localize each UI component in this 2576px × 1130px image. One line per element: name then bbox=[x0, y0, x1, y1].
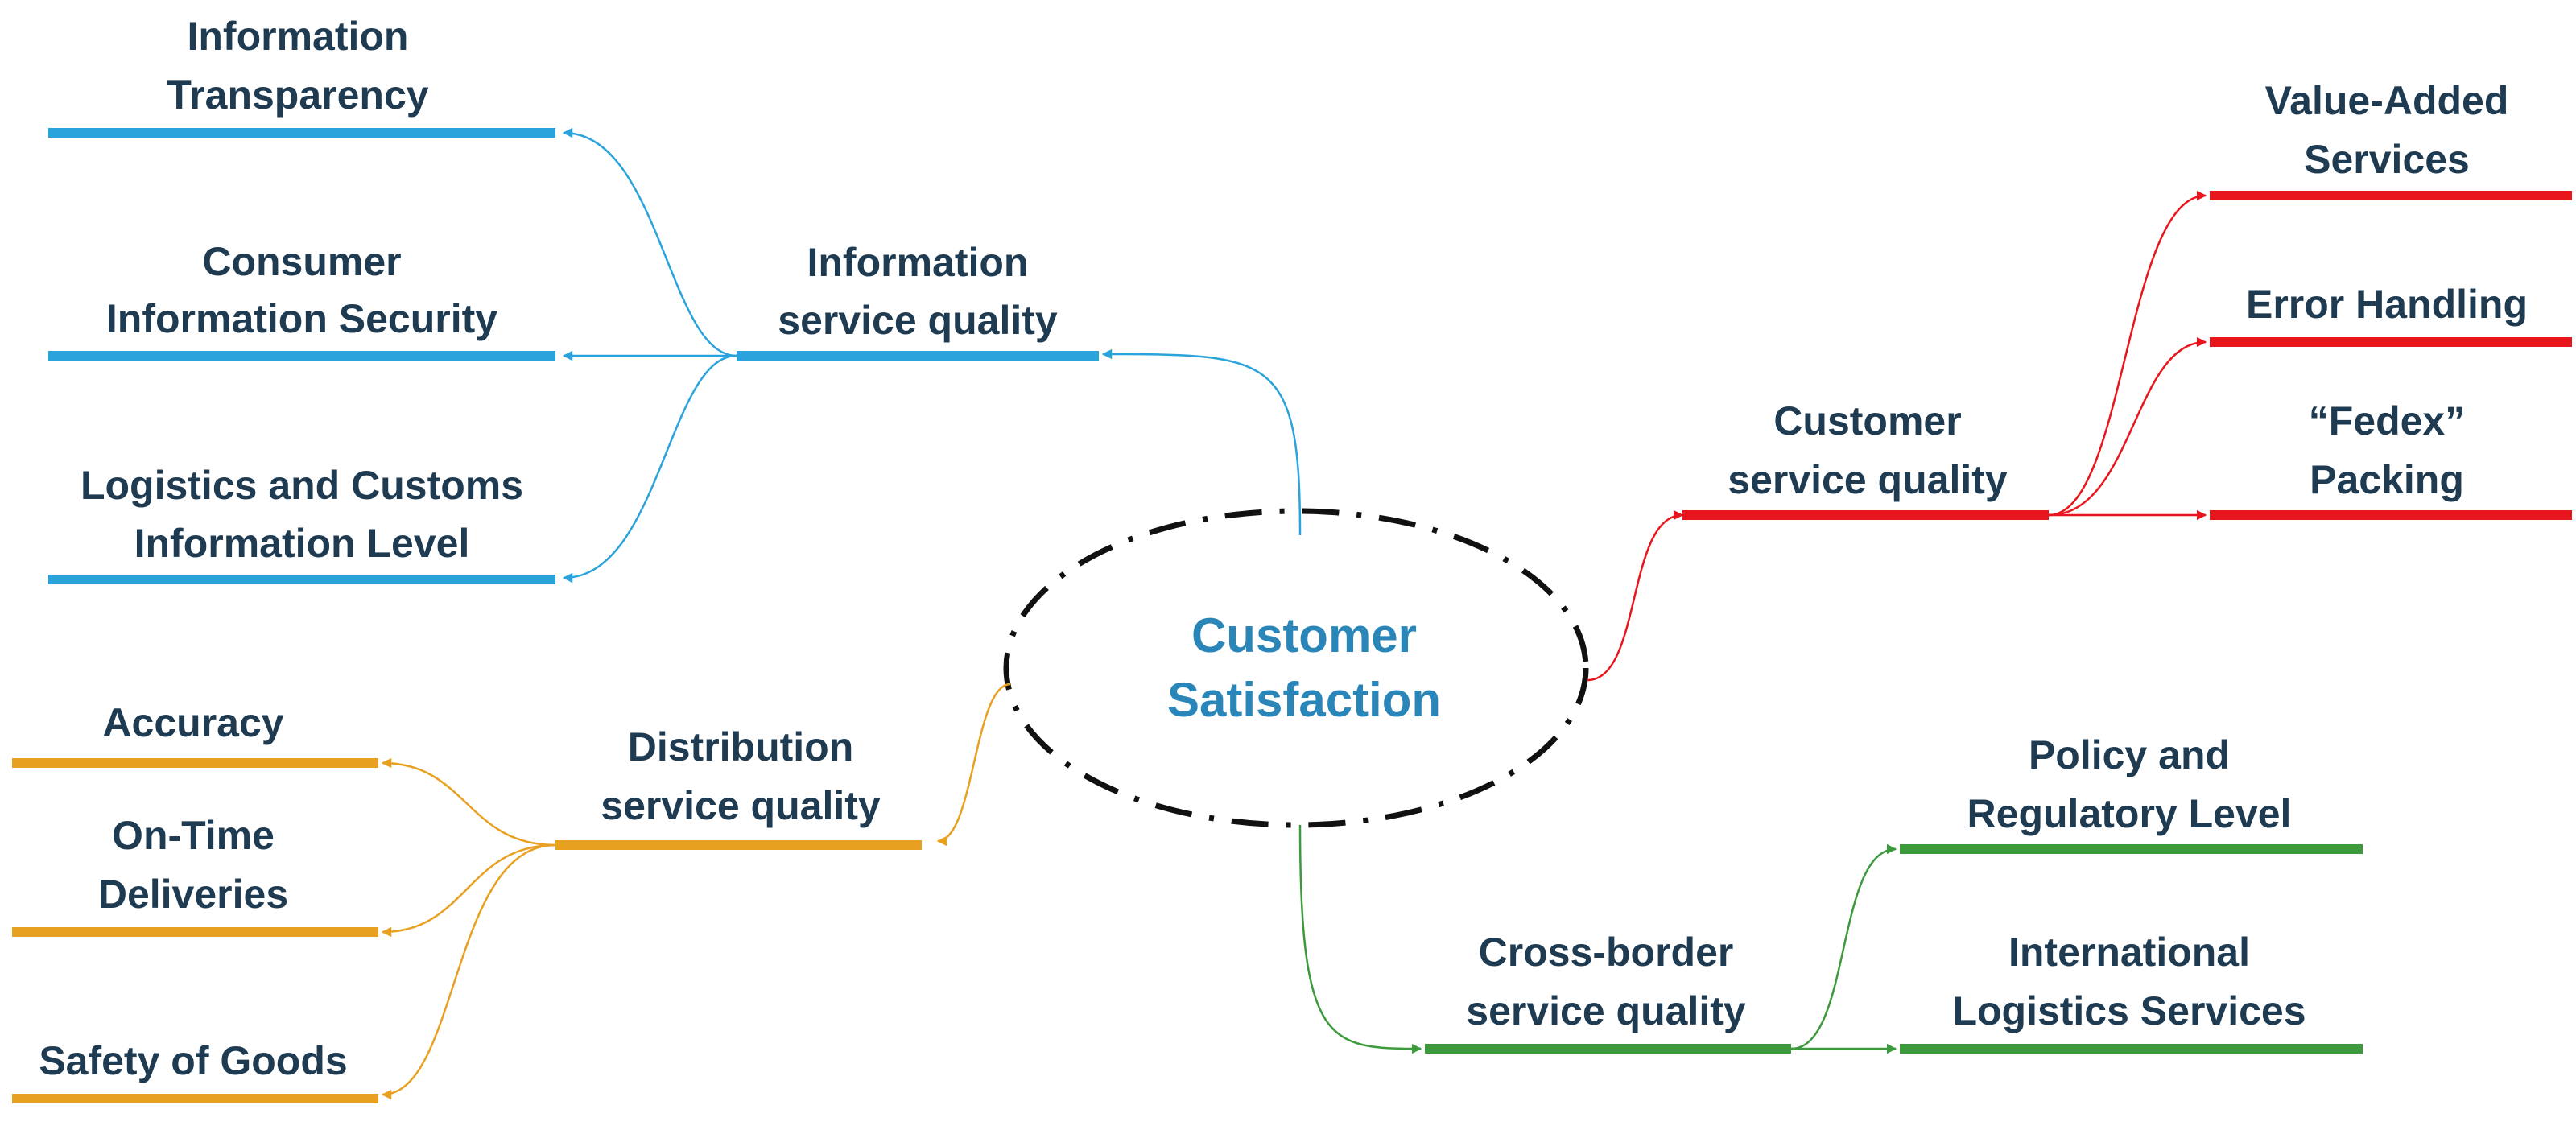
info-hub-label-line2: service quality bbox=[778, 298, 1058, 343]
crossborder-item-2-line1: International bbox=[2008, 930, 2250, 975]
customer-item-1-line1: Value-Added bbox=[2265, 78, 2509, 123]
distribution-branch: Distribution service quality Accuracy On… bbox=[12, 683, 1011, 1103]
distribution-item-2-line2: Deliveries bbox=[98, 872, 288, 917]
distribution-hub-label-line2: service quality bbox=[601, 783, 881, 828]
info-hub-label-line1: Information bbox=[807, 240, 1029, 285]
distribution-connector-2 bbox=[381, 843, 556, 938]
customer-item-3-line2: Packing bbox=[2310, 457, 2464, 502]
crossborder-item-2-line2: Logistics Services bbox=[1952, 988, 2306, 1033]
distribution-connector-1 bbox=[381, 757, 556, 847]
center-ellipse bbox=[1003, 508, 1589, 828]
crossborder-connector-center bbox=[1298, 824, 1422, 1054]
center-label-line2: Satisfaction bbox=[1167, 673, 1441, 727]
customer-hub-label-line2: service quality bbox=[1728, 457, 2008, 502]
crossborder-hub-label-line1: Cross-border bbox=[1479, 930, 1734, 975]
info-connector-center bbox=[1101, 348, 1302, 536]
center-label-line1: Customer bbox=[1191, 608, 1417, 662]
info-item-3-line1: Logistics and Customs bbox=[80, 463, 523, 508]
distribution-item-1-line1: Accuracy bbox=[102, 700, 283, 745]
distribution-hub-label-line1: Distribution bbox=[628, 724, 854, 769]
info-connector-1 bbox=[562, 127, 737, 357]
info-item-2-line2: Information Security bbox=[106, 296, 497, 341]
distribution-connector-center bbox=[936, 683, 1011, 847]
customer-branch: Customer service quality Value-Added Ser… bbox=[1587, 78, 2572, 682]
customer-item-3-line1: “Fedex” bbox=[2309, 398, 2466, 443]
crossborder-hub-label-line2: service quality bbox=[1466, 988, 1746, 1033]
customer-connector-center bbox=[1587, 509, 1684, 682]
info-connector-3 bbox=[562, 354, 737, 584]
customer-hub-label-line1: Customer bbox=[1773, 398, 1961, 443]
crossborder-connector-1 bbox=[1790, 843, 1897, 1050]
crossborder-item-1-line2: Regulatory Level bbox=[1967, 791, 2292, 836]
info-item-1-line2: Transparency bbox=[167, 72, 428, 118]
info-branch: Information service quality Information … bbox=[48, 14, 1302, 584]
info-item-2-line1: Consumer bbox=[202, 239, 401, 284]
distribution-item-3-line1: Safety of Goods bbox=[39, 1038, 347, 1083]
info-item-3-line2: Information Level bbox=[134, 521, 470, 566]
crossborder-item-1-line1: Policy and bbox=[2029, 732, 2230, 777]
customer-connector-1 bbox=[2048, 190, 2207, 517]
customer-item-1-line2: Services bbox=[2304, 137, 2470, 182]
customer-connector-2 bbox=[2048, 336, 2207, 517]
info-item-1-line1: Information bbox=[188, 14, 409, 59]
distribution-item-2-line1: On-Time bbox=[112, 813, 275, 858]
distribution-connector-3 bbox=[381, 843, 556, 1100]
customer-item-2-line1: Error Handling bbox=[2246, 282, 2528, 327]
crossborder-branch: Cross-border service quality Policy and … bbox=[1298, 732, 2363, 1054]
